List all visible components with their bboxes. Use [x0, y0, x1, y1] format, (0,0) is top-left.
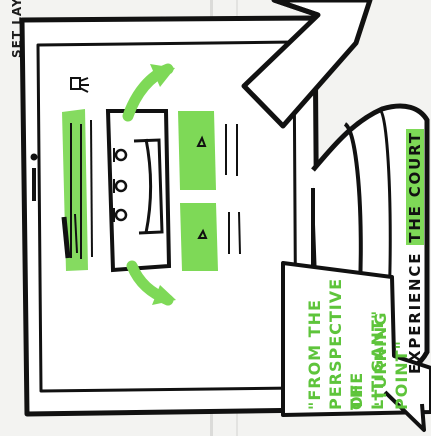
bubble-line-4: "TURNING POINT"	[370, 312, 412, 410]
courtroom-panel	[108, 111, 169, 270]
set-layout-label: SET LAYOUT	[10, 0, 24, 58]
bubble-line-1: "FROM THE	[304, 299, 325, 410]
experience-highlight: THE COURT	[406, 129, 424, 245]
